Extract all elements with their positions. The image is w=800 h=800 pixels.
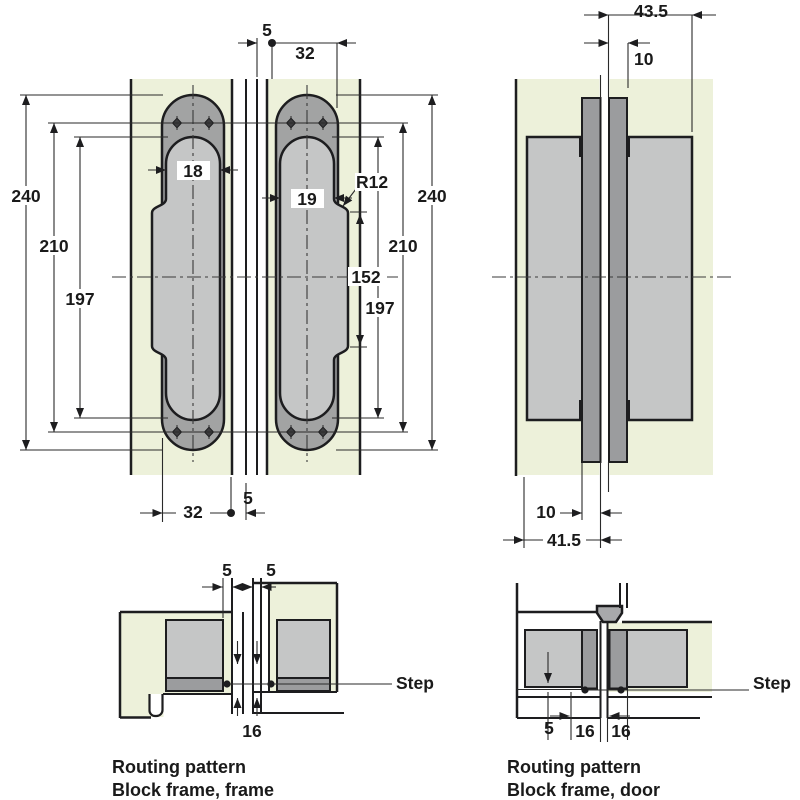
link-arm-door: [608, 97, 628, 463]
side-view: 43.5 10 10 41.5: [492, 1, 735, 550]
dim-gap-bottom: 5: [243, 488, 253, 508]
door-pocket-left: [524, 629, 583, 688]
dim-mid-section-height: 152: [351, 267, 380, 287]
dim-routing-depth-door: 43.5: [634, 1, 668, 21]
dimension-lines: [22, 39, 436, 517]
dim-cutout-height-left: 197: [65, 289, 94, 309]
caption-block-frame-door: Block frame, door: [507, 780, 660, 800]
hinge-body-frame: [150, 135, 222, 422]
slot-notches: [579, 137, 630, 420]
side-view-labels: 43.5 10 10 41.5: [536, 1, 668, 550]
routing-door-section: 5 16 16 Step Routing pattern Block frame…: [507, 583, 791, 800]
front-view-labels: 5 32 240 210 197 18 19 R12 240 210 152 1…: [8, 20, 451, 522]
dim-gap-top: 5: [262, 20, 272, 40]
dim-height-left: 240: [11, 186, 40, 206]
dim-screw-spacing-left: 210: [39, 236, 68, 256]
door-pocket: [276, 619, 331, 679]
knuckle-profile: [595, 604, 624, 624]
caption-routing-pattern-door: Routing pattern: [507, 757, 641, 777]
dim-edge-distance: 5: [544, 718, 554, 738]
dim-arm-thickness-bottom: 10: [536, 502, 556, 522]
dim-cutout-height-right: 197: [365, 298, 394, 318]
caption-routing-pattern-frame: Routing pattern: [112, 757, 246, 777]
frame-section-dims: [202, 583, 392, 716]
dim-depth: 16: [242, 721, 262, 741]
frame-section-labels: 5 5 16 Step Routing pattern Block frame,…: [112, 560, 434, 800]
frame-section-lines: [163, 578, 344, 714]
frame-step-strip: [165, 677, 224, 692]
dim-plate-width-frame: 18: [183, 161, 203, 181]
door-section-labels: 5 16 16 Step Routing pattern Block frame…: [507, 673, 791, 800]
dim-depth-b: 16: [611, 721, 631, 741]
dim-arm-thickness-top: 10: [634, 49, 654, 69]
caption-block-frame-frame: Block frame, frame: [112, 780, 274, 800]
side-extension-lines: [523, 15, 693, 548]
frame-pocket: [165, 619, 224, 679]
door-arm-slot-left: [581, 629, 598, 690]
door-section-outline: [515, 583, 712, 718]
dim-height-right: 240: [417, 186, 446, 206]
door-stop-profile: [148, 694, 164, 718]
door-section-lines: [517, 583, 712, 719]
dim-offset-bottom: 32: [183, 502, 203, 522]
link-arm-frame: [581, 97, 602, 463]
step-label-door: Step: [753, 673, 791, 693]
step-label-frame: Step: [396, 673, 434, 693]
door-pocket-right: [626, 629, 688, 688]
dim-routing-depth-frame: 41.5: [547, 530, 581, 550]
dim-gap-b: 5: [266, 560, 276, 580]
dim-screw-spacing-right: 210: [388, 236, 417, 256]
dim-depth-a: 16: [575, 721, 595, 741]
dim-offset-top: 32: [295, 43, 315, 63]
routing-frame-section: 5 5 16 Step Routing pattern Block frame,…: [112, 560, 434, 800]
dim-gap-a: 5: [222, 560, 232, 580]
door-section-dims: [544, 652, 749, 720]
door-arm-slot-right: [608, 629, 628, 690]
dim-plate-width-door: 19: [297, 189, 317, 209]
front-view: 5 32 240 210 197 18 19 R12 240 210 152 1…: [8, 20, 451, 522]
side-dimension-lines: [503, 11, 716, 544]
dim-corner-radius: R12: [356, 172, 388, 192]
extension-lines: [20, 38, 438, 522]
